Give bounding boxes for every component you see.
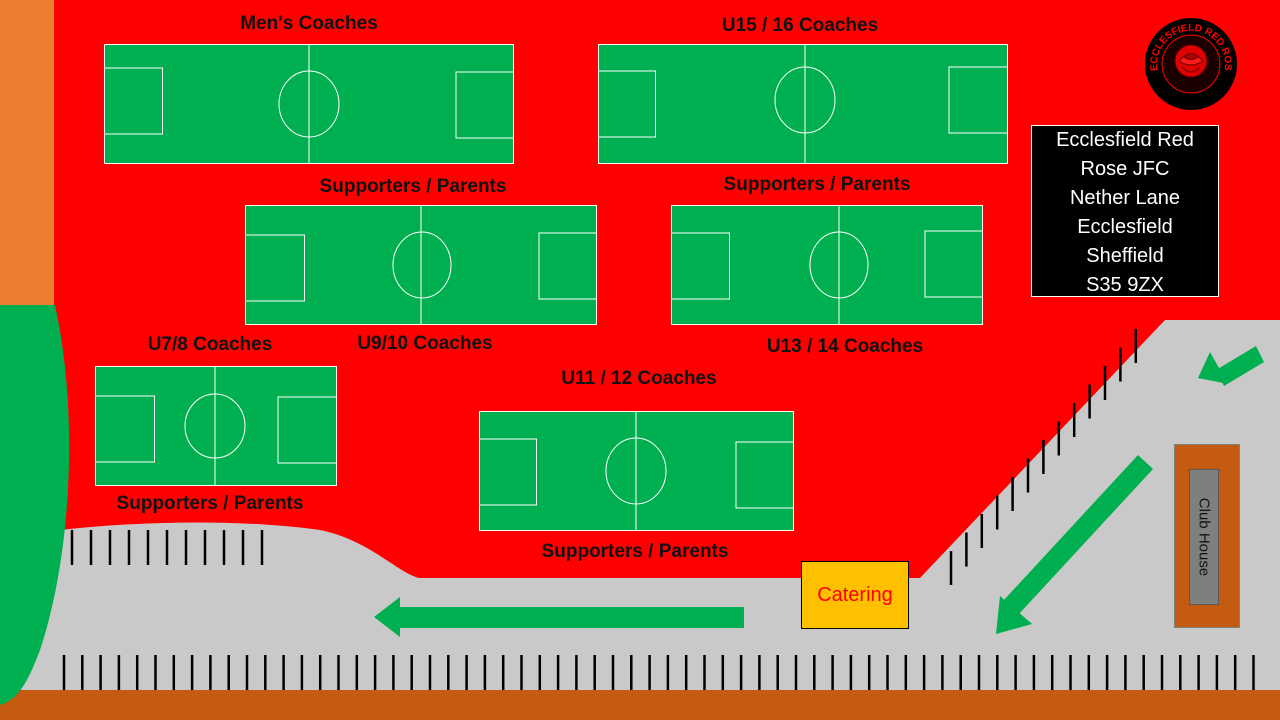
arrow-diagonal [996, 455, 1153, 634]
catering-label: Catering [817, 583, 893, 606]
label-supporters-parents: Supporters / Parents [116, 493, 304, 514]
label-supporters-parents: Supporters / Parents [541, 541, 729, 562]
address-line: Sheffield [1086, 245, 1164, 267]
label-u13-14-coaches: U13 / 14 Coaches [766, 336, 924, 357]
path-area [0, 320, 1280, 692]
grass-area [0, 305, 70, 705]
soil-strip [0, 690, 1280, 720]
address-line: Nether Lane [1069, 187, 1181, 209]
pitch-u15-16 [598, 44, 1008, 164]
orange-strip [0, 0, 54, 305]
pitch-u11-12 [479, 411, 794, 531]
address-line: Ecclesfield Red [1056, 129, 1194, 151]
rose-icon [1174, 44, 1208, 78]
catering-box: Catering [801, 561, 909, 629]
label-supporters-parents: Supporters / Parents [319, 176, 507, 197]
address-line: Ecclesfield [1077, 216, 1173, 238]
club-house-label: Club House [1195, 497, 1213, 577]
fence-left [70, 530, 264, 565]
club-house: Club House [1174, 444, 1240, 628]
address-box: Ecclesfield Red Rose JFC Nether Lane Ecc… [1031, 125, 1219, 297]
label-u11-12-coaches: U11 / 12 Coaches [561, 368, 717, 389]
label-u7-8-coaches: U7/8 Coaches [147, 334, 273, 355]
club-house-building: Club House [1189, 469, 1219, 605]
label-u15-16-coaches: U15 / 16 Coaches [721, 15, 879, 36]
pitch-centre-left [245, 205, 597, 325]
label-u9-10-coaches: U9/10 Coaches [357, 333, 493, 354]
pitch-mens [104, 44, 514, 164]
club-logo: ECCLESFIELD RED ROSE J.F.C [1144, 17, 1237, 110]
label-mens-coaches: Men's Coaches [240, 13, 378, 34]
address-line: Rose JFC [1080, 158, 1170, 180]
fence-bottom [62, 655, 1255, 690]
arrow-entrance [1198, 346, 1264, 386]
pitch-u7-8 [95, 366, 337, 486]
fence-diagonal [949, 329, 1138, 585]
label-supporters-parents: Supporters / Parents [723, 174, 911, 195]
address-line: S35 9ZX [1086, 274, 1164, 296]
pitch-u13-14 [671, 205, 983, 325]
arrow-left [374, 597, 744, 637]
